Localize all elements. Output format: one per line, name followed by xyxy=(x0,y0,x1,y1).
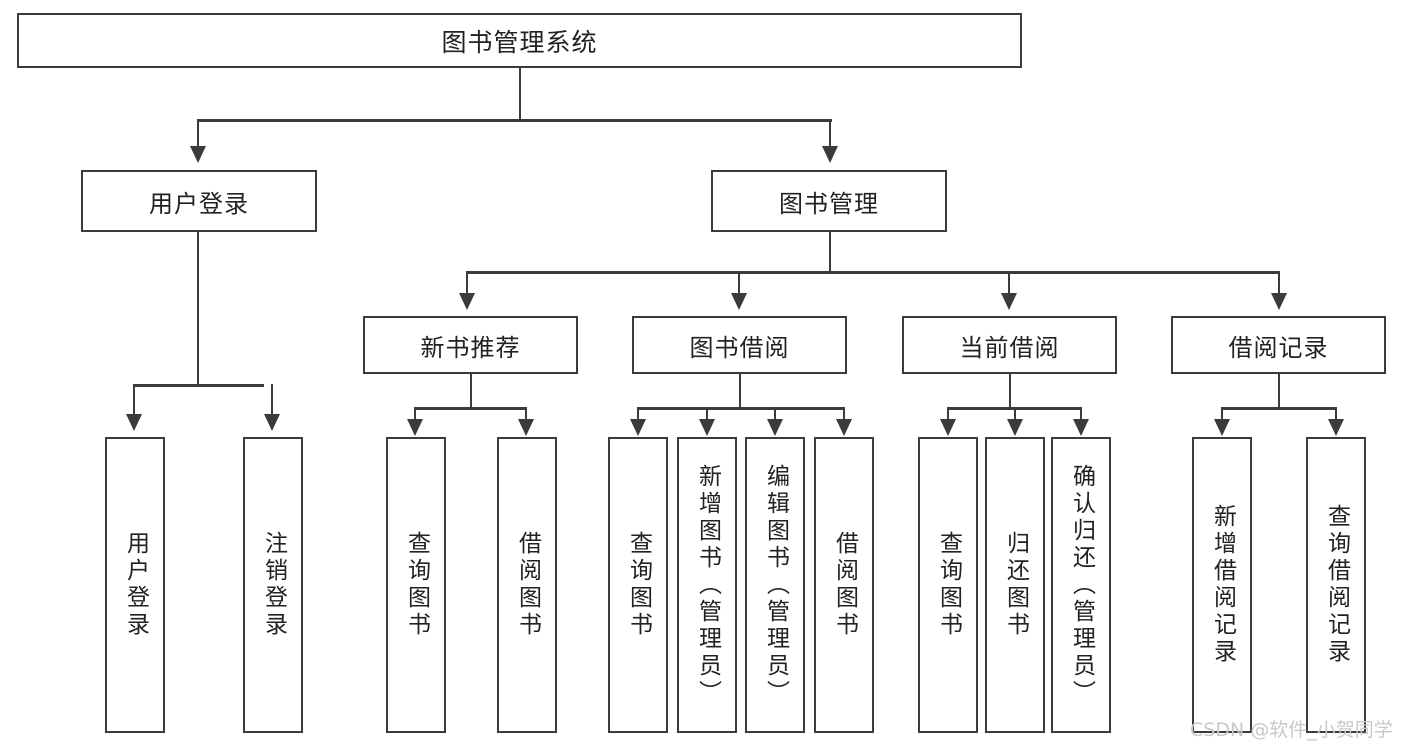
connector-book-manage-stem xyxy=(829,232,831,273)
connector-user-login-to-leaf-2 xyxy=(271,384,273,415)
node-label: 查询图书 xyxy=(625,531,652,639)
node-root-system[interactable]: 图书管理系统 xyxy=(17,13,1022,68)
leaf-nb-query-book[interactable]: 查询图书 xyxy=(386,437,446,733)
node-label: 借阅记录 xyxy=(1228,333,1329,362)
node-label: 编辑图书（管理员） xyxy=(762,463,789,707)
connector-br-to-leaf-1 xyxy=(1221,407,1223,421)
connector-new-book-to-leaf-2 xyxy=(525,407,527,421)
connector-level3-bus xyxy=(466,271,1280,274)
arrowhead-bb-leaf-4 xyxy=(836,419,852,436)
leaf-bb-borrow-book[interactable]: 借阅图书 xyxy=(814,437,874,733)
node-label: 用户登录 xyxy=(149,189,249,218)
arrowhead-bb-leaf-1 xyxy=(630,419,646,436)
connector-borrow-record-stem xyxy=(1278,374,1280,409)
csdn-watermark: CSDN @软件_小贺同学 xyxy=(1190,715,1393,742)
node-label: 归还图书 xyxy=(1002,531,1029,639)
arrowhead-br-leaf-1 xyxy=(1214,419,1230,436)
connector-new-book-bus xyxy=(414,407,527,410)
arrowhead-nb-leaf-1 xyxy=(407,419,423,436)
connector-bb-to-leaf-1 xyxy=(637,407,639,421)
connector-to-current-borrow xyxy=(1008,271,1010,294)
arrowhead-user-login xyxy=(190,146,206,163)
arrowhead-cb-leaf-3 xyxy=(1073,419,1089,436)
connector-current-borrow-stem xyxy=(1009,374,1011,409)
arrowhead-borrow-record xyxy=(1271,293,1287,310)
leaf-bb-edit-book-admin[interactable]: 编辑图书（管理员） xyxy=(745,437,805,733)
connector-to-book-borrow xyxy=(738,271,740,294)
leaf-bb-query-book[interactable]: 查询图书 xyxy=(608,437,668,733)
node-label: 借阅图书 xyxy=(514,531,541,639)
connector-to-new-book xyxy=(466,271,468,294)
node-label: 新增图书（管理员） xyxy=(694,463,721,707)
leaf-user-login[interactable]: 用户登录 xyxy=(105,437,165,733)
node-label: 图书管理系统 xyxy=(441,27,598,57)
arrowhead-cb-leaf-2 xyxy=(1007,419,1023,436)
node-label: 查询图书 xyxy=(403,531,430,639)
node-book-borrow[interactable]: 图书借阅 xyxy=(632,316,847,374)
node-label: 当前借阅 xyxy=(959,333,1060,362)
node-label: 查询借阅记录 xyxy=(1323,504,1350,666)
watermark-text: CSDN @软件_小贺同学 xyxy=(1190,719,1393,741)
connector-br-to-leaf-2 xyxy=(1335,407,1337,421)
connector-cb-to-leaf-2 xyxy=(1014,407,1016,421)
connector-root-stem xyxy=(519,68,521,120)
node-label: 确认归还（管理员） xyxy=(1068,463,1095,707)
connector-cb-to-leaf-1 xyxy=(947,407,949,421)
node-label: 图书借阅 xyxy=(689,333,790,362)
node-book-manage[interactable]: 图书管理 xyxy=(711,170,947,232)
arrowhead-current-borrow xyxy=(1001,293,1017,310)
connector-new-book-to-leaf-1 xyxy=(414,407,416,421)
connector-root-to-book-manage xyxy=(829,119,831,148)
node-borrow-record[interactable]: 借阅记录 xyxy=(1171,316,1386,374)
arrowhead-new-book xyxy=(459,293,475,310)
leaf-bb-add-book-admin[interactable]: 新增图书（管理员） xyxy=(677,437,737,733)
leaf-cb-return-book[interactable]: 归还图书 xyxy=(985,437,1045,733)
connector-bb-to-leaf-4 xyxy=(843,407,845,421)
node-label: 借阅图书 xyxy=(831,531,858,639)
arrowhead-nb-leaf-2 xyxy=(518,419,534,436)
node-label: 新增借阅记录 xyxy=(1209,504,1236,666)
leaf-br-query-record[interactable]: 查询借阅记录 xyxy=(1306,437,1366,733)
leaf-cb-query-book[interactable]: 查询图书 xyxy=(918,437,978,733)
connector-user-login-stem xyxy=(197,232,199,385)
node-new-book-recommend[interactable]: 新书推荐 xyxy=(363,316,578,374)
connector-user-login-to-leaf-1 xyxy=(133,384,135,415)
connector-book-borrow-stem xyxy=(739,374,741,409)
arrowhead-br-leaf-2 xyxy=(1328,419,1344,436)
connector-cb-to-leaf-3 xyxy=(1080,407,1082,421)
arrowhead-bb-leaf-2 xyxy=(699,419,715,436)
arrowhead-cb-leaf-1 xyxy=(940,419,956,436)
leaf-logout[interactable]: 注销登录 xyxy=(243,437,303,733)
arrowhead-leaf-logout xyxy=(264,414,280,431)
node-user-login[interactable]: 用户登录 xyxy=(81,170,317,232)
node-label: 新书推荐 xyxy=(420,333,521,362)
arrowhead-book-borrow xyxy=(731,293,747,310)
connector-bb-to-leaf-3 xyxy=(774,407,776,421)
arrowhead-book-manage xyxy=(822,146,838,163)
connector-root-bus xyxy=(198,119,832,122)
connector-root-to-user-login xyxy=(197,119,199,148)
leaf-cb-confirm-return-admin[interactable]: 确认归还（管理员） xyxy=(1051,437,1111,733)
connector-user-login-bus xyxy=(133,384,264,387)
connector-borrow-record-bus xyxy=(1221,407,1337,410)
arrowhead-bb-leaf-3 xyxy=(767,419,783,436)
connector-to-borrow-record xyxy=(1278,271,1280,294)
node-label: 查询图书 xyxy=(935,531,962,639)
arrowhead-leaf-user-login xyxy=(126,414,142,431)
node-current-borrow[interactable]: 当前借阅 xyxy=(902,316,1117,374)
node-label: 用户登录 xyxy=(122,531,149,639)
connector-book-borrow-bus xyxy=(637,407,844,410)
node-label: 图书管理 xyxy=(779,189,879,218)
connector-new-book-stem xyxy=(470,374,472,409)
connector-bb-to-leaf-2 xyxy=(706,407,708,421)
leaf-nb-borrow-book[interactable]: 借阅图书 xyxy=(497,437,557,733)
leaf-br-add-record[interactable]: 新增借阅记录 xyxy=(1192,437,1252,733)
node-label: 注销登录 xyxy=(260,531,287,639)
